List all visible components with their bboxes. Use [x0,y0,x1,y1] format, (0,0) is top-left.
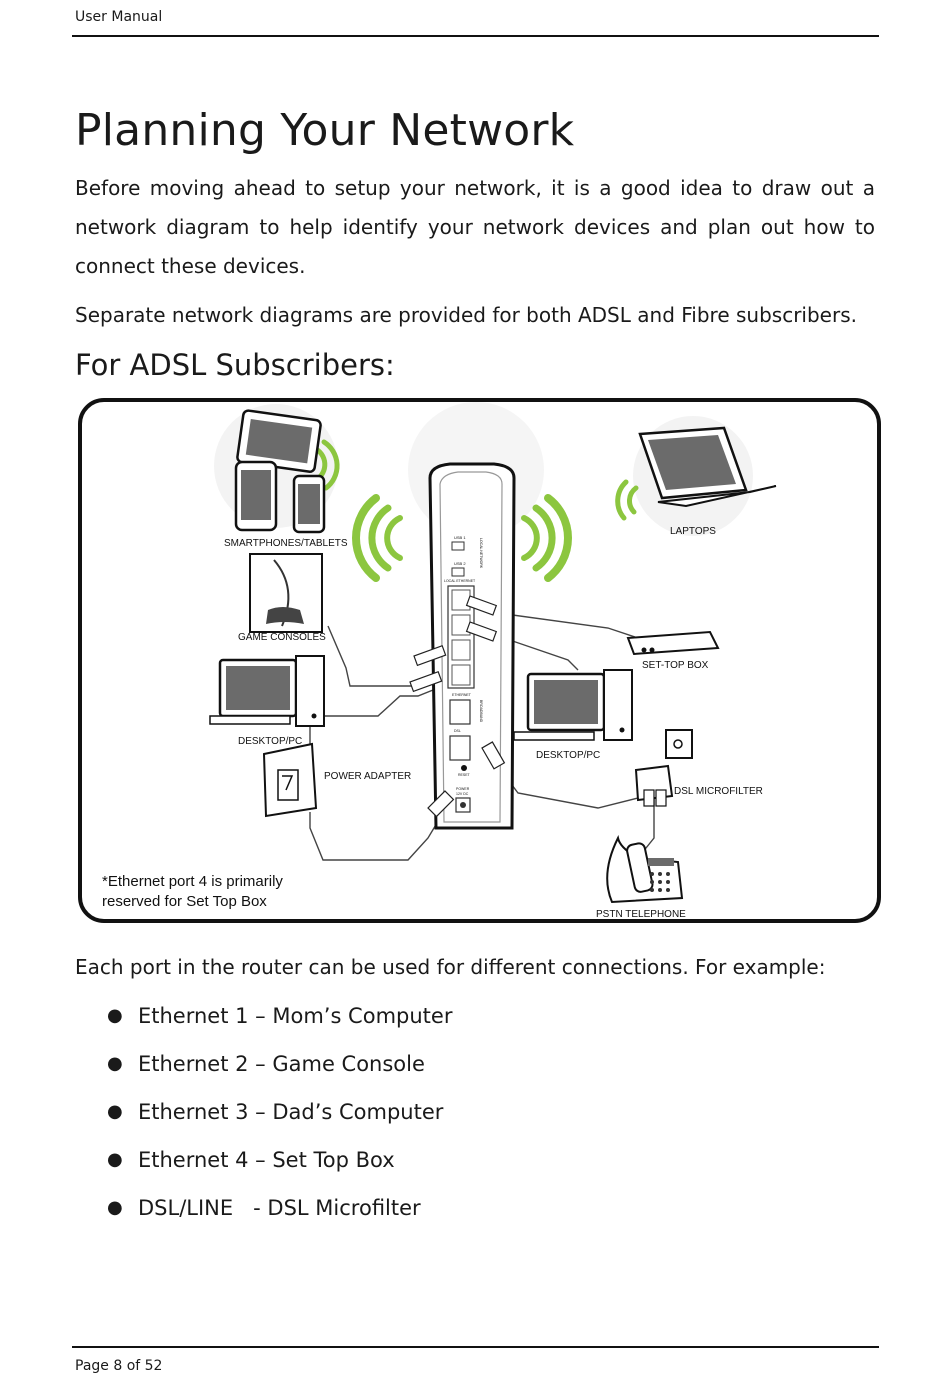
label-game-consoles: GAME CONSOLES [238,632,326,643]
label-pstn-telephone: PSTN TELEPHONE [596,909,686,920]
wifi-laptop-icon [615,479,639,521]
wifi-left-icon [352,494,403,582]
usb1-label: USB 1 [454,535,466,540]
dsl-microfilter-icon [634,764,674,807]
reset-button [461,765,467,771]
page-number: Page 8 of 52 [75,1358,163,1374]
bullet-icon: ● [107,1053,123,1074]
page-title: Planning Your Network [75,105,575,156]
adsl-network-diagram: USB 1 USB 2 LOCAL ETHERNET LOCAL NETWORK… [78,398,881,923]
bullet-icon: ● [107,1101,123,1122]
usb2-label: USB 2 [454,561,466,566]
cable-power [309,812,441,861]
power-adapter-icon [262,742,318,818]
bullet-icon: ● [107,1005,123,1026]
desktop-left-icon [209,655,325,727]
label-laptops: LAPTOPS [670,526,716,537]
local-ethernet-label: LOCAL ETHERNET [444,579,476,583]
usb1-port [451,541,465,551]
game-console-icon [249,553,323,633]
ethernet-label: ETHERNET [452,693,472,697]
label-power-adapter: POWER ADAPTER [324,771,411,782]
port-example-list: ●Ethernet 1 – Mom’s Computer ●Ethernet 2… [75,994,452,1234]
wan-port [449,699,471,725]
dsl-label: DSL [454,729,461,733]
power-spec-label: 12V DC [456,792,469,796]
usb2-port [451,567,465,577]
label-dsl-microfilter: DSL MICROFILTER [674,786,763,797]
intro-paragraph: Before moving ahead to setup your networ… [75,176,875,278]
cables [309,612,685,861]
local-network-label: LOCAL NETWORK [479,538,483,569]
tablet-icon [236,409,322,473]
wifi-right-icon [521,494,572,582]
set-top-box-icon [626,630,720,656]
diagram-note-line-1: *Ethernet port 4 is primarily [102,873,283,890]
list-item: ●Ethernet 1 – Mom’s Computer [75,994,452,1042]
list-item: ●Ethernet 2 – Game Console [75,1042,452,1090]
bullet-icon: ● [107,1197,123,1218]
header-rule [72,35,879,37]
cable-set-top-box [497,612,639,639]
label-smartphones: SMARTPHONES/TABLETS [224,538,348,549]
list-item: ●Ethernet 4 – Set Top Box [75,1138,452,1186]
footer-rule [72,1346,879,1348]
cable-desktop-right [497,635,579,671]
intro-paragraph-2: Separate network diagrams are provided f… [75,303,857,327]
list-item: ●Ethernet 3 – Dad’s Computer [75,1090,452,1138]
running-header: User Manual [75,9,163,25]
label-desktop-left: DESKTOP/PC [238,736,302,747]
list-item: ●DSL/LINE - DSL Microfilter [75,1186,452,1234]
section-heading: For ADSL Subscribers: [75,348,395,382]
label-desktop-right: DESKTOP/PC [536,750,600,761]
wall-jack-icon [665,729,693,759]
bullet-icon: ● [107,1149,123,1170]
laptop-icon [638,426,777,508]
telephone-icon [606,834,684,904]
broadband-label: BROADBAND [479,700,483,723]
diagram-note-line-2: reserved for Set Top Box [102,893,267,910]
label-set-top-box: SET-TOP BOX [642,660,709,671]
example-intro: Each port in the router can be used for … [75,955,826,979]
smartphone-icon [234,460,326,534]
router: USB 1 USB 2 LOCAL ETHERNET LOCAL NETWORK… [428,462,516,830]
dsl-port [449,735,471,761]
reset-label: RESET [458,773,471,777]
desktop-right-icon [513,669,633,741]
ethernet-connectors [409,595,506,818]
power-label: POWER [456,787,470,791]
